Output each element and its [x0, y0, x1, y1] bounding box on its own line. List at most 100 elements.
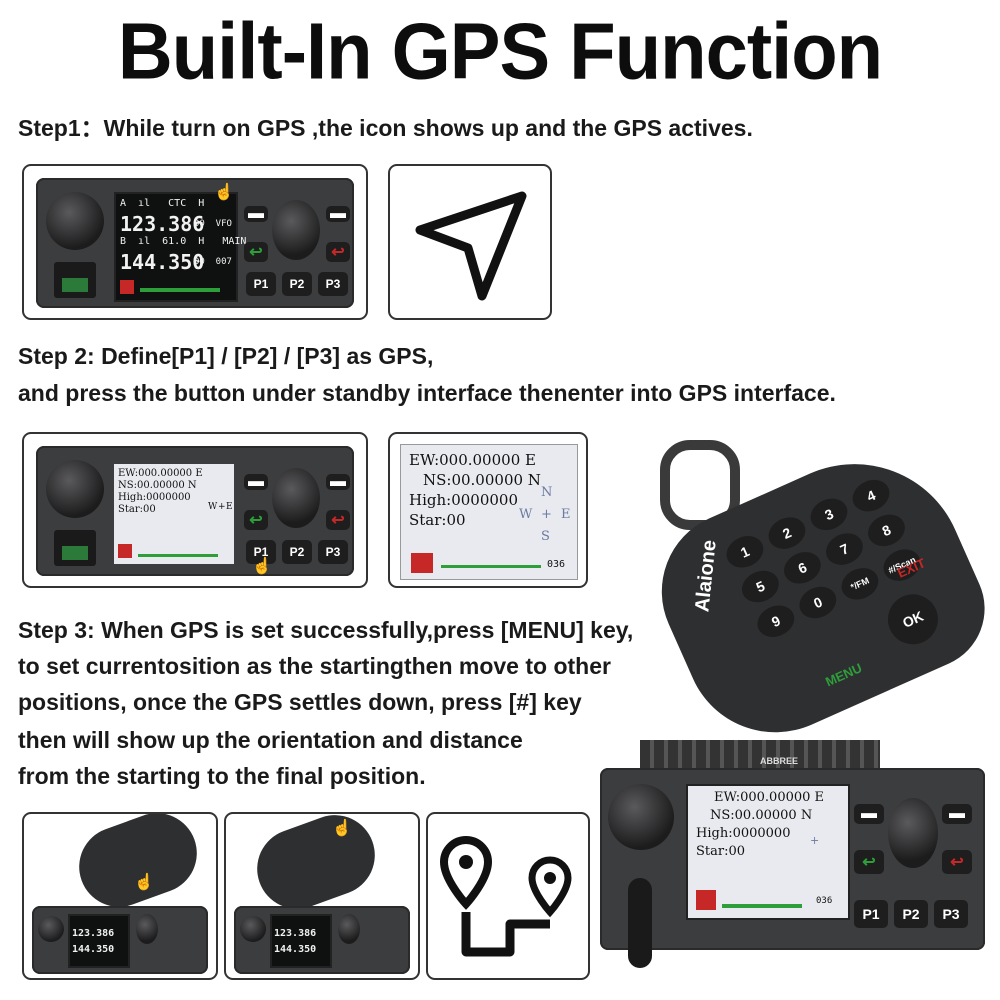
- volume-knob[interactable]: [46, 460, 104, 518]
- gps-high: High:0000000: [118, 492, 191, 503]
- microphone-image: Alaione 1 2 3 4 5 6 7 8 9 0 */FM #/Scan …: [636, 428, 1000, 762]
- signal-bar: [722, 904, 802, 908]
- up-button[interactable]: ▬: [244, 205, 268, 222]
- closeup-compass-e: E: [561, 507, 571, 522]
- p1-button[interactable]: P1: [246, 540, 276, 564]
- gps-closeup-screen: EW:000.00000 E NS:00.00000 N High:000000…: [400, 444, 578, 580]
- compass-w: W: [208, 502, 218, 512]
- mic-key-7[interactable]: 7: [820, 527, 868, 571]
- closeup-level: 036: [547, 559, 566, 570]
- large-ns: NS:00.00000 N: [710, 808, 813, 823]
- gps-lcd-large: EW:000.00000 E NS:00.00000 N High:000000…: [686, 784, 850, 920]
- mic-key-2[interactable]: 2: [763, 511, 811, 555]
- route-icon-panel: [426, 812, 590, 980]
- mic-key-1[interactable]: 1: [721, 530, 769, 574]
- lcd-screen: A ıl CTC H 123.386 00 VFO B ıl 61.0 H MA…: [114, 192, 246, 302]
- volume-knob[interactable]: [608, 784, 674, 850]
- step1-radio-panel: A ıl CTC H 123.386 00 VFO B ıl 61.0 H MA…: [22, 164, 368, 320]
- step1-text: Step1：While turn on GPS ,the icon shows …: [18, 115, 753, 141]
- p2-button[interactable]: P2: [894, 900, 928, 928]
- minus-button[interactable]: ▬: [326, 205, 350, 222]
- compass-center: +: [218, 502, 226, 512]
- hangup-button[interactable]: ↩: [326, 510, 350, 530]
- step3-line1: Step 3: When GPS is set successfully,pre…: [18, 617, 634, 643]
- mini-radio: 123.386 144.350: [32, 906, 208, 974]
- step3-line5: from the starting to the final position.: [18, 763, 426, 789]
- mini-mic: [245, 814, 387, 921]
- closeup-ns: NS:00.00000 N: [423, 471, 541, 489]
- radio-brand: ABBREE: [760, 756, 799, 766]
- signal-bar: [138, 554, 218, 557]
- mini-knob: [38, 916, 64, 942]
- channel-knob[interactable]: [272, 468, 320, 528]
- channel-knob[interactable]: [888, 798, 938, 868]
- step3-image-2: ☝ 123.386 144.350: [224, 812, 420, 980]
- up-button[interactable]: ▬: [854, 804, 884, 824]
- mic-menu-button[interactable]: MENU: [823, 660, 865, 690]
- minus-button[interactable]: ▬: [326, 473, 350, 490]
- radio-front: EW:000.00000 E NS:00.00000 N High:000000…: [36, 446, 354, 576]
- radio-closeup-image: ABBREE EW:000.00000 E NS:00.00000 N High…: [600, 740, 1000, 1000]
- mic-key-9[interactable]: 9: [752, 599, 800, 643]
- mic-key-3[interactable]: 3: [805, 492, 853, 536]
- p2-button[interactable]: P2: [282, 272, 312, 296]
- mini-freq-a: 123.386: [274, 928, 317, 939]
- p3-button[interactable]: P3: [318, 272, 348, 296]
- channel-knob[interactable]: [272, 200, 320, 260]
- p2-button[interactable]: P2: [282, 540, 312, 564]
- step3-image-1: ☝ 123.386 144.350: [22, 812, 218, 980]
- step2-line1: Step 2: Define[P1] / [P2] / [P3] as GPS,: [18, 343, 434, 369]
- mini-lcd: 123.386 144.350: [68, 914, 130, 968]
- mini-radio: 123.386 144.350: [234, 906, 410, 974]
- call-button[interactable]: ↩: [244, 510, 268, 530]
- mini-lcd: 123.386 144.350: [270, 914, 332, 968]
- minus-button[interactable]: ▬: [942, 804, 972, 824]
- p1-button[interactable]: P1: [246, 272, 276, 296]
- volume-knob[interactable]: [46, 192, 104, 250]
- mini-channel-knob: [338, 914, 360, 944]
- hangup-button[interactable]: ↩: [326, 242, 350, 262]
- mic-key-4[interactable]: 4: [847, 474, 895, 518]
- up-button[interactable]: ▬: [244, 473, 268, 490]
- signal-bar: [441, 565, 541, 568]
- closeup-star: Star:00: [409, 511, 466, 529]
- mic-key-fm[interactable]: */FM: [836, 562, 884, 606]
- mic-cable: [628, 878, 652, 968]
- hand-pointer-icon: ☝: [214, 184, 234, 201]
- p3-button[interactable]: P3: [318, 540, 348, 564]
- channel-icon: [120, 280, 134, 294]
- mic-key-5[interactable]: 5: [736, 565, 784, 608]
- step3-line2: to set currentosition as the startingthe…: [18, 653, 611, 679]
- mini-freq-a: 123.386: [72, 928, 115, 939]
- lcd-freq-b: 144.350: [120, 250, 205, 274]
- channel-icon: [118, 544, 132, 558]
- p1-button[interactable]: P1: [854, 900, 888, 928]
- signal-bar: [140, 288, 220, 292]
- hangup-button[interactable]: ↩: [942, 850, 972, 874]
- mic-key-8[interactable]: 8: [863, 508, 910, 552]
- mini-knob: [240, 916, 266, 942]
- mic-key-0[interactable]: 0: [794, 581, 842, 624]
- hand-pointer-icon: ☝: [134, 874, 154, 891]
- mini-channel-knob: [136, 914, 158, 944]
- large-level: 036: [816, 896, 833, 906]
- closeup-compass-w: W: [519, 507, 533, 522]
- gps-screen-closeup-panel: EW:000.00000 E NS:00.00000 N High:000000…: [388, 432, 588, 588]
- lcd-freq-a: 123.386: [120, 212, 205, 236]
- gps-ns: NS:00.00000 N: [118, 480, 197, 491]
- call-button[interactable]: ↩: [854, 850, 884, 874]
- page-title: Built-In GPS Function: [117, 6, 883, 97]
- mic-key-6[interactable]: 6: [778, 546, 826, 590]
- call-button[interactable]: ↩: [244, 242, 268, 262]
- navigation-arrow-icon: [415, 191, 527, 301]
- hand-pointer-icon: ☝: [252, 558, 272, 575]
- mini-freq-b: 144.350: [72, 944, 115, 955]
- gps-lcd-screen: EW:000.00000 E NS:00.00000 N High:000000…: [114, 464, 234, 564]
- closeup-compass-n: N: [541, 485, 553, 500]
- radio-front: A ıl CTC H 123.386 00 VFO B ıl 61.0 H MA…: [36, 178, 354, 308]
- lcd-line-a: A ıl CTC H: [120, 198, 205, 209]
- p3-button[interactable]: P3: [934, 900, 968, 928]
- mic-ok-button[interactable]: OK: [879, 586, 946, 653]
- radio-front-large: EW:000.00000 E NS:00.00000 N High:000000…: [600, 768, 985, 968]
- hand-pointer-icon: ☝: [332, 820, 352, 837]
